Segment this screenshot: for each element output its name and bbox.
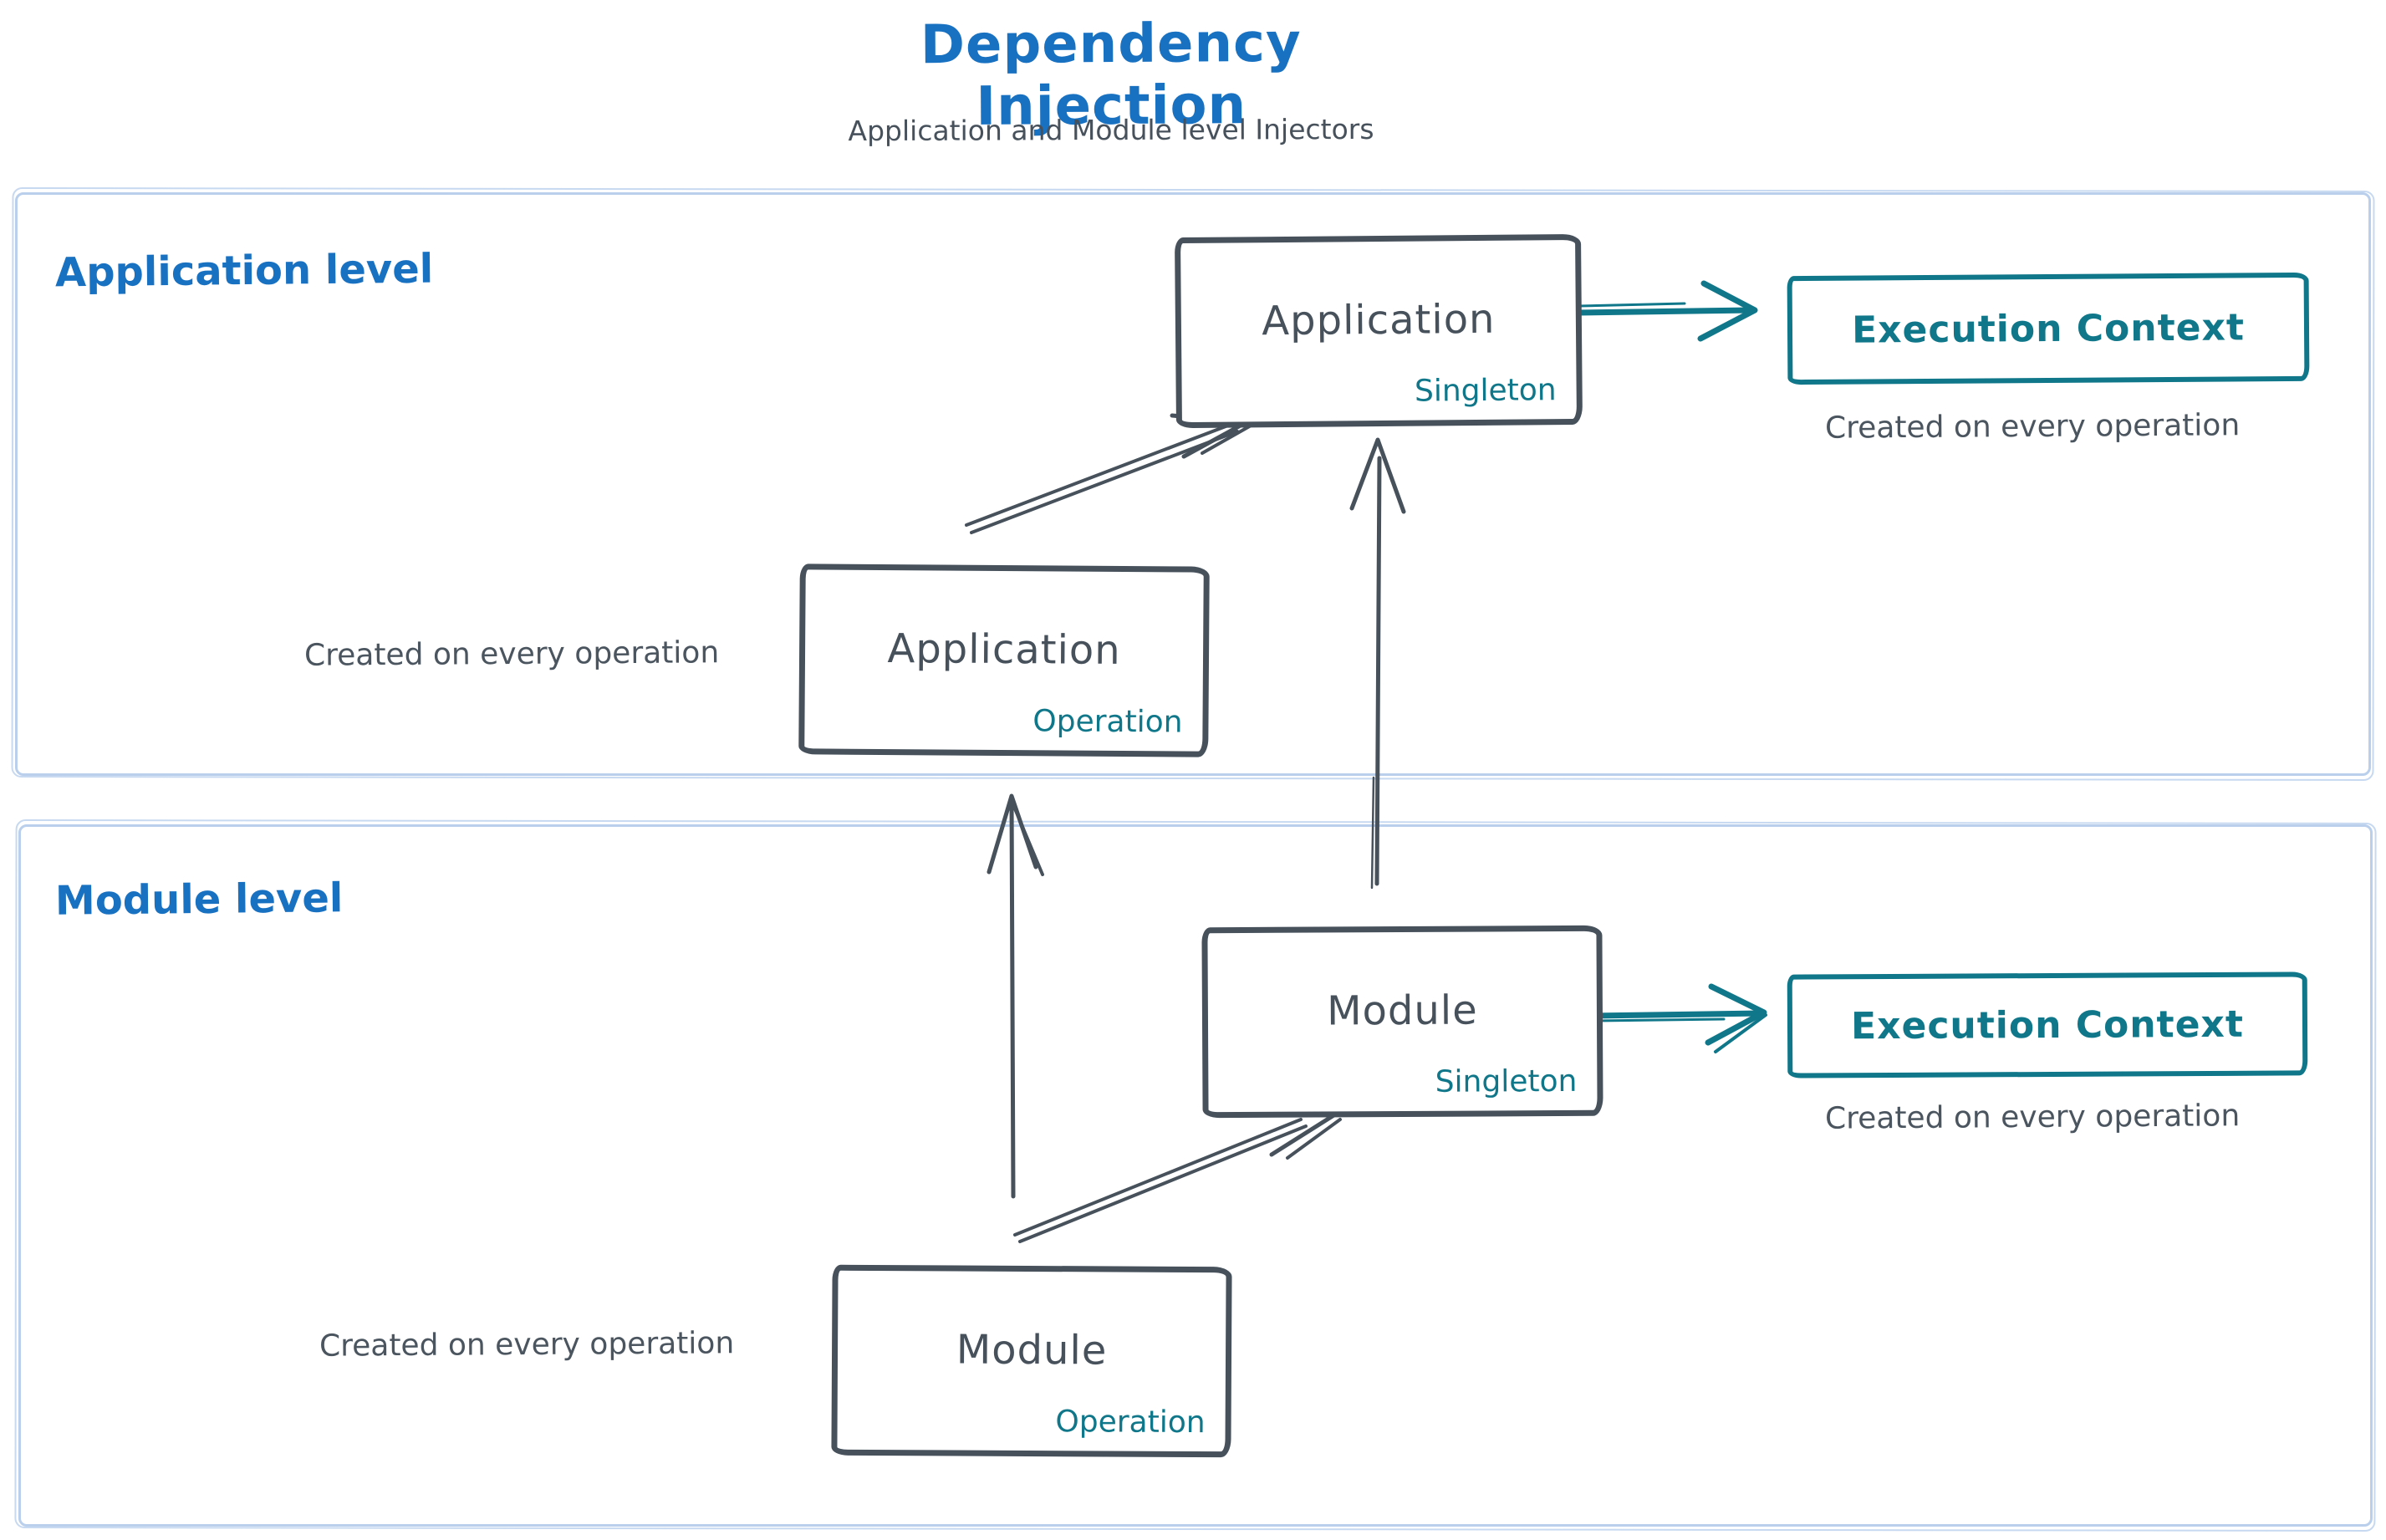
- arrow-module-singleton-to-execution-context: [1588, 983, 1767, 1053]
- module-operation-scope: Operation: [1055, 1405, 1206, 1441]
- execution-context-app-label: Execution Context: [1851, 305, 2246, 352]
- app-singleton-scope: Singleton: [1414, 373, 1557, 409]
- module-singleton-box: Module Singleton: [1201, 925, 1603, 1119]
- arrow-module-operation-to-module-singleton: [1013, 1105, 1342, 1243]
- app-operation-box: Application Operation: [798, 563, 1210, 757]
- execution-context-module-caption: Created on every operation: [1824, 1099, 2241, 1136]
- app-singleton-box: Application Singleton: [1175, 233, 1583, 429]
- execution-context-app-box: Execution Context: [1787, 272, 2310, 385]
- arrow-app-singleton-to-execution-context: [1574, 280, 1758, 342]
- execution-context-app-caption: Created on every operation: [1824, 408, 2241, 446]
- arrow-app-operation-to-app-singleton: [965, 413, 1254, 534]
- module-singleton-name: Module: [1327, 987, 1478, 1035]
- execution-context-module-label: Execution Context: [1850, 1002, 2245, 1048]
- arrow-module-singleton-to-app-singleton: [1349, 437, 1406, 890]
- module-operation-box: Module Operation: [831, 1264, 1232, 1458]
- app-singleton-name: Application: [1262, 295, 1496, 345]
- module-level-container: [18, 824, 2373, 1527]
- app-operation-caption: Created on every operation: [303, 635, 720, 673]
- arrow-module-operation-to-app-operation: [987, 793, 1044, 1199]
- app-operation-scope: Operation: [1032, 704, 1183, 740]
- execution-context-module-box: Execution Context: [1787, 971, 2308, 1079]
- module-singleton-scope: Singleton: [1435, 1063, 1578, 1099]
- module-operation-caption: Created on every operation: [319, 1326, 735, 1364]
- module-operation-name: Module: [956, 1326, 1108, 1374]
- application-level-container: [15, 192, 2371, 776]
- app-operation-name: Application: [887, 625, 1121, 675]
